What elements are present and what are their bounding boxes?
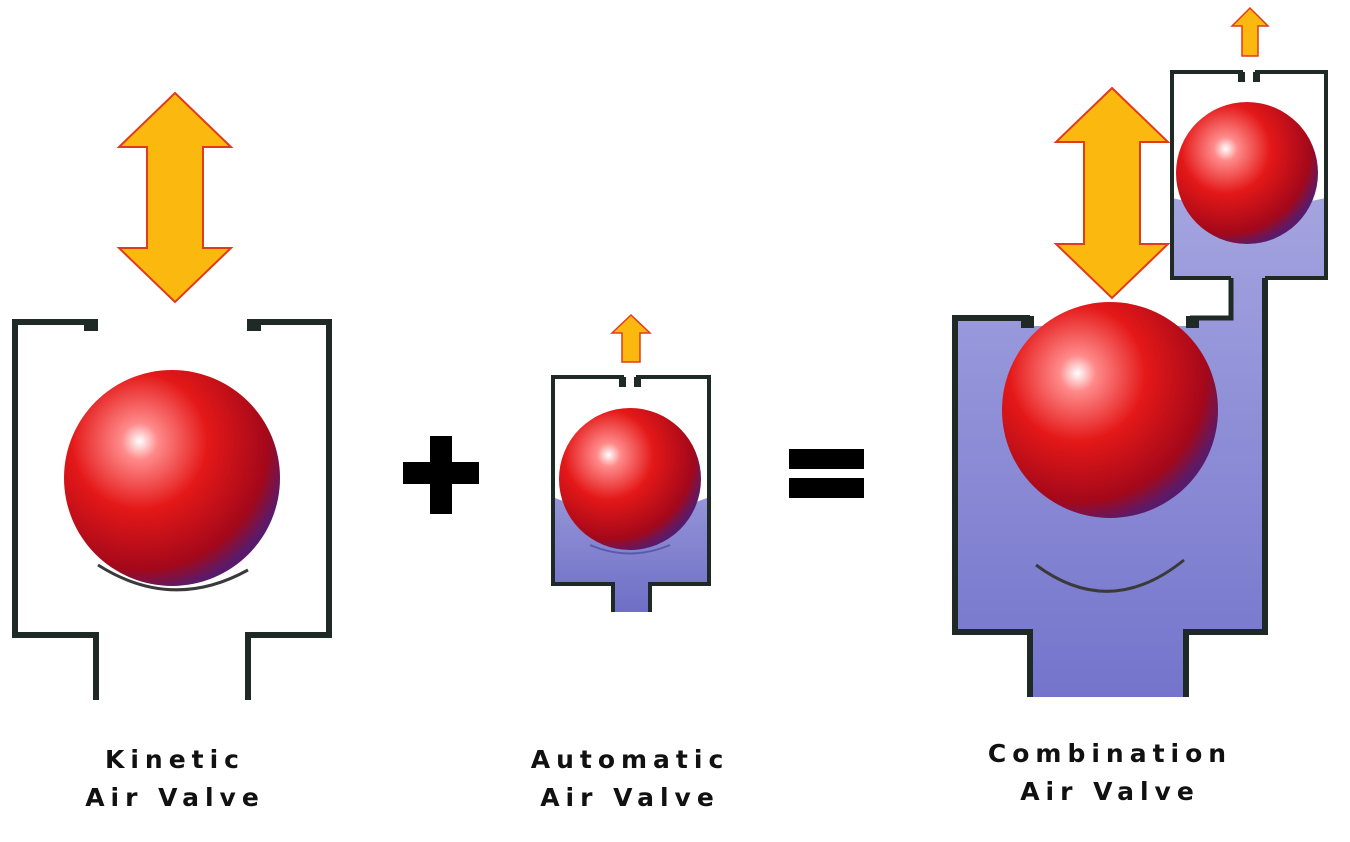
combination-valve-cradle bbox=[1035, 558, 1185, 593]
kinetic-valve-label-line1: Kinetic bbox=[104, 745, 246, 774]
automatic-valve-label-line1: Automatic bbox=[530, 745, 730, 774]
combination-valve-label-line1: Combination bbox=[987, 739, 1233, 768]
automatic-valve bbox=[551, 313, 711, 612]
float-ball-icon bbox=[1002, 302, 1218, 518]
combination-valve-label-line2: Air Valve bbox=[1020, 777, 1200, 806]
combination-valve-body-right bbox=[1183, 278, 1268, 697]
up-arrow-icon bbox=[1230, 6, 1270, 57]
combination-valve-seat-right bbox=[1186, 316, 1199, 328]
automatic-valve-orifice-right bbox=[634, 377, 641, 387]
kinetic-valve-body-left bbox=[12, 319, 99, 700]
combination-valve-seat-left bbox=[1021, 316, 1034, 328]
kinetic-valve-caption: Kinetic Air Valve bbox=[60, 741, 290, 817]
automatic-valve-body-left bbox=[551, 375, 624, 612]
kinetic-valve-seat-cradle bbox=[97, 563, 249, 592]
kinetic-valve bbox=[12, 91, 332, 700]
kinetic-valve-label-line2: Air Valve bbox=[85, 783, 265, 812]
kinetic-valve-body-right bbox=[245, 319, 332, 700]
automatic-valve-caption: Automatic Air Valve bbox=[505, 741, 755, 817]
kinetic-valve-seat-left bbox=[84, 319, 98, 331]
up-arrow-icon bbox=[610, 313, 652, 363]
double-arrow-icon bbox=[1053, 86, 1171, 300]
double-arrow-icon bbox=[116, 91, 234, 304]
equals-icon bbox=[789, 449, 864, 498]
combination-valve-body-left bbox=[952, 315, 1033, 697]
float-ball-icon bbox=[1176, 102, 1318, 244]
automatic-valve-cradle bbox=[589, 544, 671, 555]
automatic-valve-label-line2: Air Valve bbox=[540, 783, 720, 812]
combination-valve-chamber-right bbox=[1255, 70, 1328, 280]
combination-valve-caption: Combination Air Valve bbox=[965, 735, 1255, 811]
float-ball-icon bbox=[64, 370, 280, 586]
kinetic-valve-seat-right bbox=[247, 319, 261, 331]
combination-valve-chamber-left bbox=[1170, 70, 1243, 280]
float-ball-icon bbox=[559, 408, 701, 550]
automatic-valve-orifice-left bbox=[619, 377, 626, 387]
combination-valve bbox=[952, 6, 1328, 697]
automatic-valve-body-right bbox=[636, 375, 711, 612]
combination-valve-orifice-left bbox=[1238, 72, 1245, 82]
plus-icon bbox=[403, 436, 479, 514]
combination-valve-neck-left bbox=[1190, 278, 1234, 321]
combination-valve-orifice-right bbox=[1253, 72, 1260, 82]
